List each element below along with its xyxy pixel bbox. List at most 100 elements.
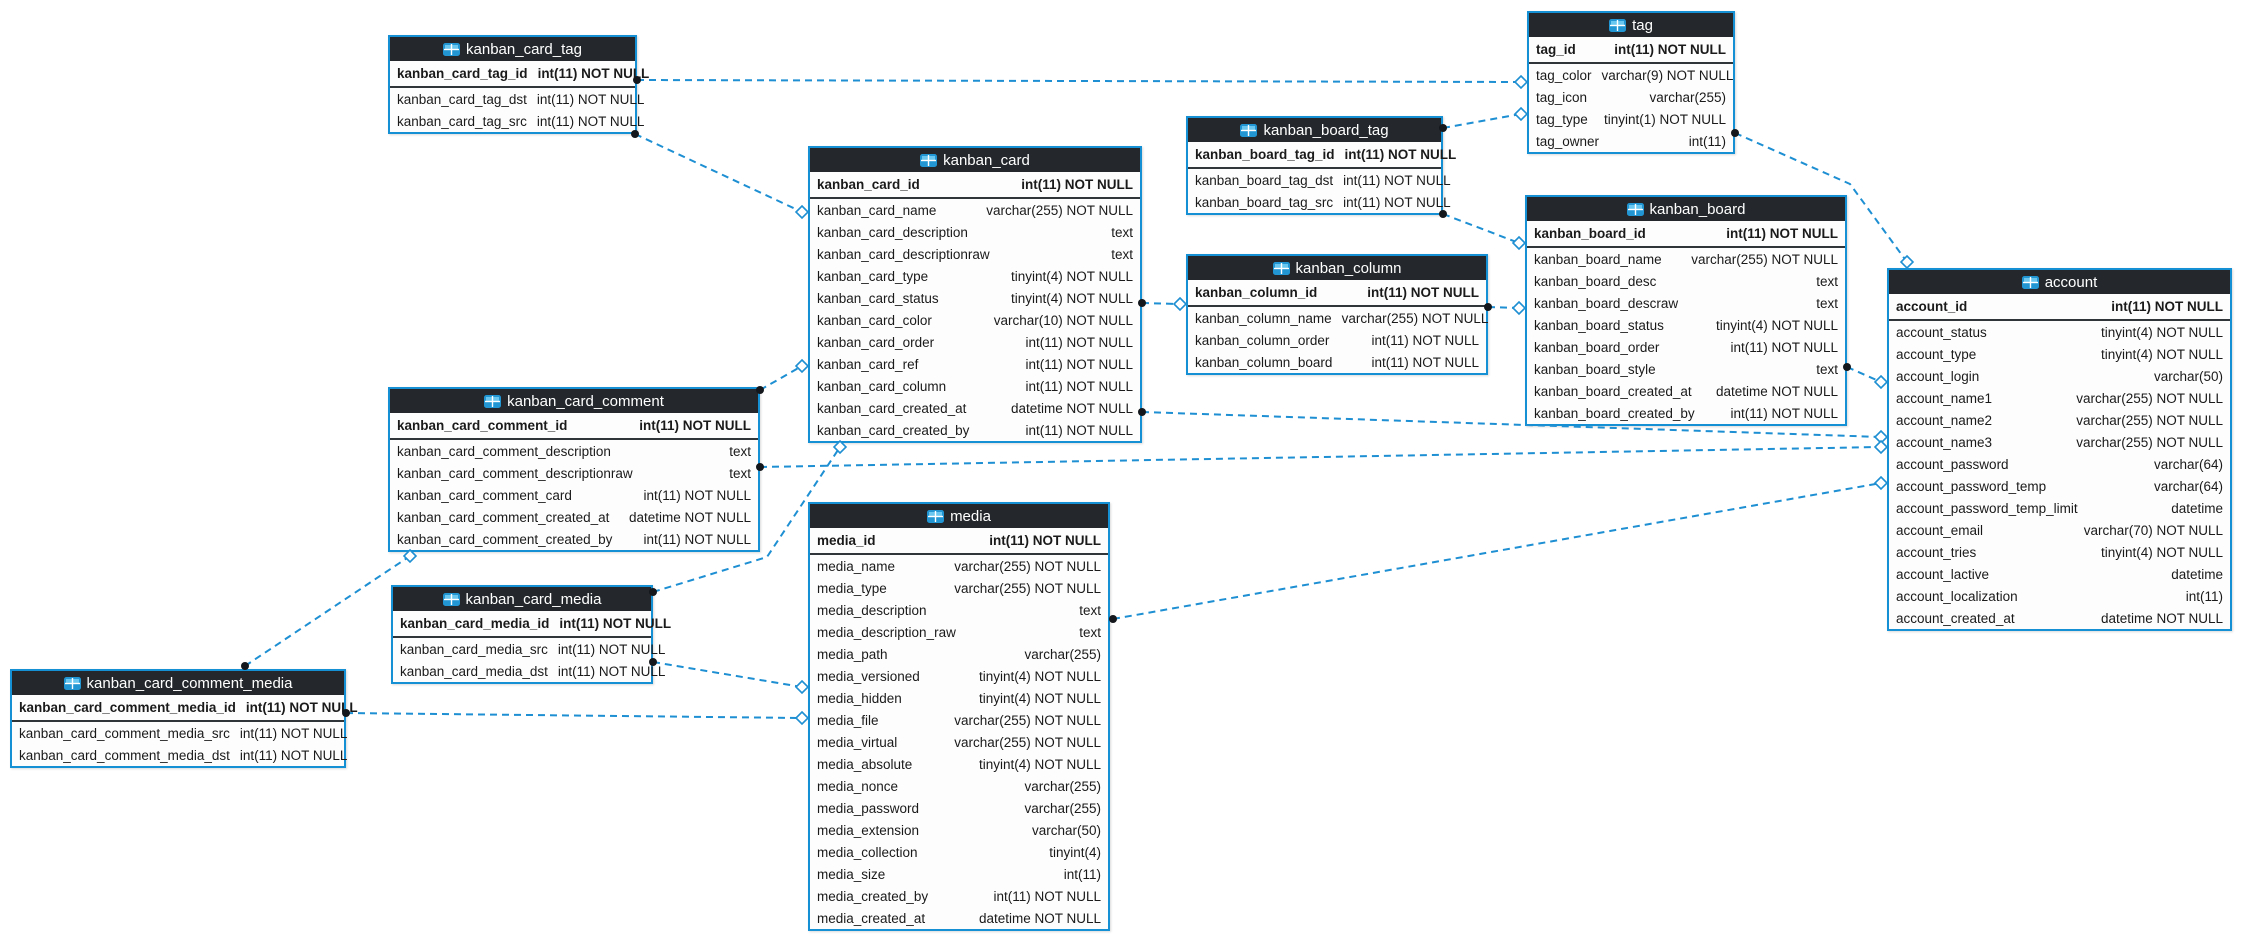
relationship-line[interactable] <box>759 446 1882 468</box>
relationship-tag-to-account[interactable] <box>1731 129 1915 270</box>
table-header-kanban_column[interactable]: kanban_column <box>1188 256 1486 280</box>
relationship-kanban_card_comment-to-kanban_card[interactable] <box>756 358 810 394</box>
table-header-kanban_card[interactable]: kanban_card <box>810 148 1140 172</box>
relationship-kanban_card_comment-to-account[interactable] <box>756 439 1889 471</box>
relationship-kanban_card-to-account[interactable] <box>1138 408 1889 445</box>
relationship-kanban_card_media-to-kanban_card[interactable] <box>649 439 848 596</box>
table-header-kanban_card_comment_media[interactable]: kanban_card_comment_media <box>12 671 344 695</box>
relationship-kanban_board_tag-to-tag[interactable] <box>1439 106 1529 132</box>
relationship-line[interactable] <box>636 79 1522 83</box>
relationship-kanban_column-to-kanban_board[interactable] <box>1484 300 1527 316</box>
relationship-kanban_card_comment_media-to-media[interactable] <box>342 709 810 726</box>
relationship-line[interactable] <box>1112 482 1882 620</box>
relationship-kanban_card_tag-to-tag[interactable] <box>633 74 1529 90</box>
table-header-kanban_card_tag[interactable]: kanban_card_tag <box>390 37 635 61</box>
relationship-line[interactable] <box>1442 113 1522 129</box>
relationship-line[interactable] <box>1141 411 1882 438</box>
table-header-kanban_card_media[interactable]: kanban_card_media <box>393 587 651 611</box>
relationship-kanban_board_tag-to-kanban_board[interactable] <box>1439 210 1527 251</box>
relationship-line[interactable] <box>652 661 803 688</box>
relationship-line[interactable] <box>634 133 803 213</box>
relationship-line[interactable] <box>652 446 841 593</box>
relationship-kanban_card_tag-to-kanban_card[interactable] <box>631 130 810 220</box>
relationship-line[interactable] <box>1734 132 1908 263</box>
table-header-kanban_card_comment[interactable]: kanban_card_comment <box>390 389 758 413</box>
relationship-media-to-account[interactable] <box>1109 475 1889 623</box>
relationship-line[interactable] <box>244 555 411 667</box>
table-header-kanban_board_tag[interactable]: kanban_board_tag <box>1188 118 1441 142</box>
relationship-kanban_card_media-to-media[interactable] <box>649 658 810 695</box>
